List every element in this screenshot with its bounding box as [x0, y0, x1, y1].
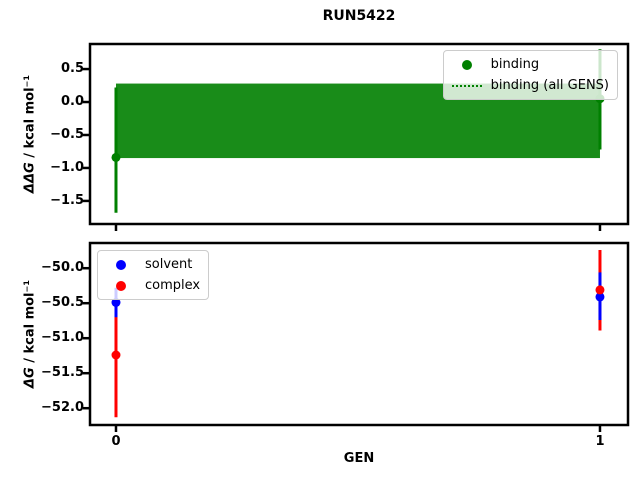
- figure-title: RUN5422: [322, 8, 396, 24]
- bottom-y-axis-label-units: / kcal mol⁻¹: [22, 279, 38, 368]
- y-tick-label: −1.5: [50, 192, 84, 208]
- bottom-y-axis-label-symbol: ΔG: [22, 367, 38, 389]
- y-tick-label: −0.5: [50, 126, 84, 142]
- solvent-dot-icon: [106, 259, 136, 270]
- y-tick-label: −52.0: [41, 400, 84, 416]
- legend-label-binding: binding: [490, 56, 540, 72]
- top-y-axis-label-units: / kcal mol⁻¹: [22, 74, 38, 163]
- legend-binding: binding binding (all GENS): [442, 50, 618, 100]
- binding-dot-icon: [452, 59, 482, 70]
- x-tick-label: 0: [111, 434, 121, 449]
- x-axis-label: GEN: [343, 451, 375, 466]
- x-tick-label: 1: [595, 434, 605, 449]
- data-point-complex-gen0: [111, 350, 121, 360]
- y-tick-label: −51.5: [41, 365, 84, 381]
- complex-dot-icon: [106, 280, 136, 291]
- data-point-complex-gen1: [595, 285, 605, 295]
- y-tick-label: −50.5: [41, 295, 84, 311]
- legend-item-binding-all-gens: binding (all GENS): [451, 75, 609, 96]
- y-tick-label: −50.0: [41, 260, 84, 276]
- legend-item-solvent: solvent: [106, 254, 200, 275]
- axes-frame-bottom: [88, 241, 630, 427]
- y-tick-label: 0.5: [60, 61, 84, 77]
- data-point-binding-gen0: [111, 152, 121, 162]
- data-point-solvent-gen1: [595, 292, 605, 302]
- y-tick-label: −51.0: [41, 330, 84, 346]
- legend-label-complex: complex: [145, 277, 201, 293]
- legend-label-solvent: solvent: [145, 256, 193, 272]
- dotted-line-icon: [451, 84, 482, 87]
- legend-label-binding-all-gens: binding (all GENS): [490, 77, 609, 93]
- legend-item-binding: binding: [452, 54, 609, 75]
- data-point-solvent-gen0: [111, 298, 121, 307]
- legend-item-complex: complex: [106, 275, 200, 296]
- y-tick-label: −1.0: [50, 159, 84, 175]
- y-tick-label: 0.0: [60, 94, 84, 110]
- top-y-axis-label-symbol: ΔΔG: [22, 162, 38, 194]
- legend-phases: solvent complex: [97, 250, 210, 300]
